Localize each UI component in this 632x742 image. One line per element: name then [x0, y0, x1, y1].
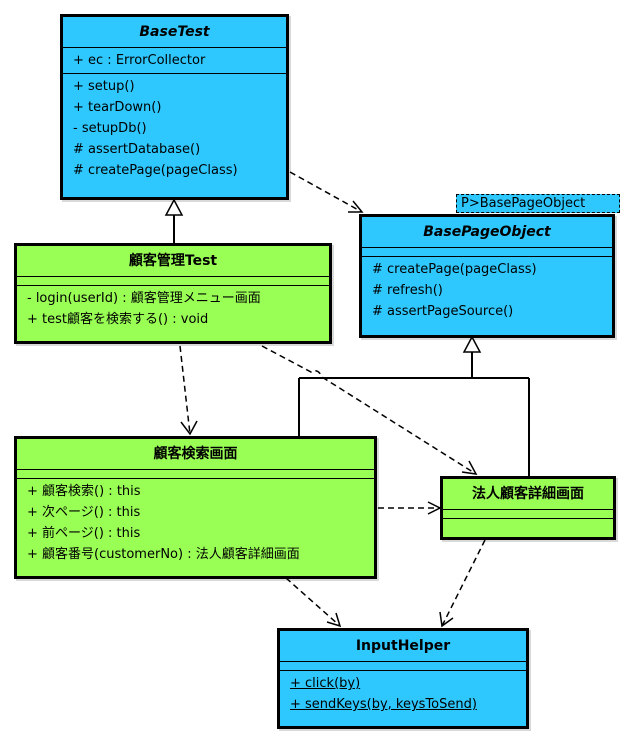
class-name: 顧客検索画面	[153, 446, 238, 462]
operation: - login(userId) : 顧客管理メニュー画面	[27, 291, 261, 306]
class-basetest[interactable]: BaseTest + ec : ErrorCollector + setup()…	[60, 14, 289, 200]
class-name: BasePageObject	[423, 224, 551, 240]
operation: # assertPageSource()	[372, 304, 514, 319]
inheritance-arrowhead	[164, 198, 184, 216]
class-basepageobject[interactable]: BasePageObject # createPage(pageClass) #…	[359, 214, 615, 338]
operations-compartment: + click(by) + sendKeys(by, keysToSend)	[280, 670, 526, 717]
class-name: BaseTest	[139, 24, 210, 40]
static-operation: + click(by)	[290, 676, 361, 691]
dependency-arrowhead	[326, 612, 342, 628]
static-operation: + sendKeys(by, keysToSend)	[290, 697, 477, 712]
operation: + 顧客番号(customerNo) : 法人顧客詳細画面	[27, 547, 300, 562]
dependency-arrowhead	[180, 420, 198, 436]
class-kokyaku-test[interactable]: 顧客管理Test - login(userId) : 顧客管理メニュー画面 + …	[14, 243, 332, 344]
operation: + 次ページ() : this	[27, 505, 141, 520]
attributes-compartment	[17, 276, 329, 285]
attribute: + ec : ErrorCollector	[73, 53, 206, 68]
dependency-arrowhead	[439, 611, 454, 628]
type-parameter: P>BasePageObject	[456, 194, 620, 213]
dependency-arrowhead	[348, 200, 364, 213]
attributes-compartment	[362, 247, 612, 256]
operation: + 前ページ() : this	[27, 526, 141, 541]
operations-compartment: + setup() + tearDown() - setupDb() # ass…	[63, 73, 286, 183]
operation: + test顧客を検索する() : void	[27, 312, 209, 327]
operations-compartment: # createPage(pageClass) # refresh() # as…	[362, 256, 612, 324]
dependency-line	[179, 345, 191, 435]
class-inputhelper[interactable]: InputHelper + click(by) + sendKeys(by, k…	[277, 628, 529, 729]
dependency-arrowhead	[461, 460, 478, 475]
class-name: 法人顧客詳細画面	[472, 486, 584, 502]
dependency-line	[441, 539, 486, 627]
operations-compartment: - login(userId) : 顧客管理メニュー画面 + test顧客を検索…	[17, 285, 329, 332]
dependency-line	[261, 345, 477, 475]
operation: # createPage(pageClass)	[73, 163, 238, 178]
operations-compartment	[443, 518, 613, 527]
operation: + 顧客検索() : this	[27, 484, 141, 499]
operation: # refresh()	[372, 283, 443, 298]
operation: # createPage(pageClass)	[372, 262, 537, 277]
operation: + tearDown()	[73, 100, 162, 115]
operations-compartment: + 顧客検索() : this + 次ページ() : this + 前ページ()…	[17, 478, 374, 567]
attributes-compartment	[17, 469, 374, 478]
class-corporate-detail-page[interactable]: 法人顧客詳細画面	[440, 476, 616, 540]
dependency-line	[285, 577, 341, 627]
attributes-compartment	[443, 509, 613, 518]
dependency-line	[289, 171, 363, 213]
operation: # assertDatabase()	[73, 142, 201, 157]
class-name: InputHelper	[355, 638, 451, 654]
attributes-compartment: + ec : ErrorCollector	[63, 47, 286, 73]
inheritance-arrowhead	[462, 335, 482, 353]
class-customer-search-page[interactable]: 顧客検索画面 + 顧客検索() : this + 次ページ() : this +…	[14, 436, 377, 579]
class-name: 顧客管理Test	[128, 253, 218, 269]
operation: - setupDb()	[73, 121, 147, 136]
attributes-compartment	[280, 661, 526, 670]
operation: + setup()	[73, 79, 135, 94]
